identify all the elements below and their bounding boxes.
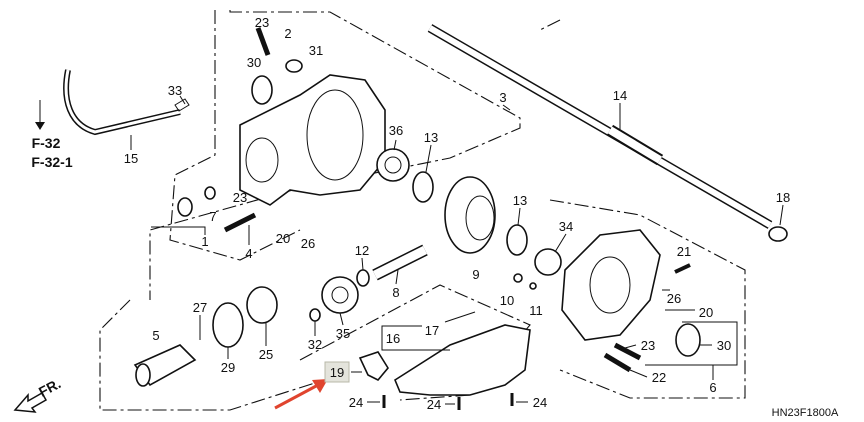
- callout-23c: 23: [641, 338, 655, 353]
- callout-12: 12: [355, 243, 369, 258]
- callout-2: 2: [284, 26, 291, 41]
- callout-27: 27: [193, 300, 207, 315]
- assembly-outline-main: [149, 10, 521, 300]
- washer-11: [529, 282, 537, 290]
- callout-34: 34: [559, 219, 573, 234]
- reference-f32-1: F-32-1: [31, 154, 72, 170]
- callout-30b: 30: [717, 338, 731, 353]
- bolt-10: [513, 273, 523, 283]
- diagram-code: HN23F1800A: [772, 407, 839, 419]
- callout-21: 21: [677, 244, 691, 259]
- callout-24a: 24: [349, 395, 363, 410]
- highlight-arrow: [274, 383, 319, 410]
- oil-seal-31: [285, 59, 303, 73]
- callout-23: 23: [255, 15, 269, 30]
- callout-13: 13: [424, 130, 438, 145]
- callout-14: 14: [613, 88, 627, 103]
- final-gear-case: [239, 74, 386, 206]
- callout-26: 26: [301, 236, 315, 251]
- stud-bolt: [255, 27, 271, 56]
- shim-12: [356, 269, 370, 287]
- callout-22: 22: [652, 370, 666, 385]
- callout-24c: 24: [533, 395, 547, 410]
- callout-4: 4: [245, 246, 252, 261]
- callout-29: 29: [221, 360, 235, 375]
- reference-arrow: [35, 122, 45, 130]
- leader-lines: [39, 95, 784, 405]
- stud-bolt-23: [223, 212, 257, 233]
- callout-19-highlighted[interactable]: 19: [330, 365, 344, 380]
- callout-9: 9: [472, 267, 479, 282]
- circlip: [204, 186, 216, 200]
- callout-23b: 23: [233, 190, 247, 205]
- skid-plate-bracket-19: [358, 351, 389, 381]
- callout-24b: 24: [427, 397, 441, 412]
- callout-25: 25: [259, 347, 273, 362]
- callout-26b: 26: [667, 291, 681, 306]
- oil-seal-30: [251, 75, 273, 105]
- callout-31: 31: [309, 43, 323, 58]
- callout-17: 17: [425, 323, 439, 338]
- bearing-34: [534, 248, 562, 276]
- bolt-21: [674, 263, 691, 274]
- callout-15: 15: [124, 151, 138, 166]
- bearing-7: [177, 197, 193, 217]
- front-direction-arrow: [13, 391, 48, 413]
- callout-32: 32: [308, 337, 322, 352]
- callout-11: 11: [529, 303, 543, 318]
- circlip-32: [309, 308, 321, 322]
- assembly-outline-left: [99, 299, 341, 411]
- o-ring-13: [412, 171, 434, 203]
- callout-13b: 13: [513, 193, 527, 208]
- stud-23c: [613, 342, 642, 361]
- callout-18: 18: [776, 190, 790, 205]
- highlight-arrowhead: [312, 379, 328, 393]
- callout-1: 1: [201, 234, 208, 249]
- o-ring-13b: [506, 224, 528, 256]
- bearing-25: [246, 286, 278, 324]
- callout-30: 30: [247, 55, 261, 70]
- callout-7: 7: [209, 209, 216, 224]
- callout-33: 33: [168, 83, 182, 98]
- assembly-outline-subgroup: [169, 10, 301, 261]
- callout-16: 16: [386, 331, 400, 346]
- breather-hose: [63, 69, 181, 136]
- callout-6: 6: [709, 380, 716, 395]
- oil-seal-30b: [675, 323, 701, 357]
- ring-gear: [444, 176, 496, 254]
- bolt-22: [603, 352, 632, 373]
- callout-10: 10: [500, 293, 514, 308]
- callout-20b: 20: [699, 305, 713, 320]
- callout-8: 8: [392, 285, 399, 300]
- callout-3: 3: [499, 90, 506, 105]
- reference-f32: F-32: [32, 135, 61, 151]
- highlight-box: [324, 361, 350, 383]
- callout-35: 35: [336, 326, 350, 341]
- bearing-35: [321, 276, 359, 314]
- skid-plate: [394, 324, 531, 396]
- joint-29: [212, 302, 244, 348]
- assembly-outline-cover: [549, 199, 746, 399]
- callout-5: 5: [152, 328, 159, 343]
- bearing-36: [376, 148, 410, 182]
- callout-36: 36: [389, 123, 403, 138]
- outline-segment: [539, 19, 561, 31]
- bearing-cover: [561, 229, 661, 341]
- hose-clip: [174, 98, 190, 112]
- drive-shaft: [427, 24, 788, 242]
- assembly-outline-skid: [299, 284, 531, 401]
- callout-20: 20: [276, 231, 290, 246]
